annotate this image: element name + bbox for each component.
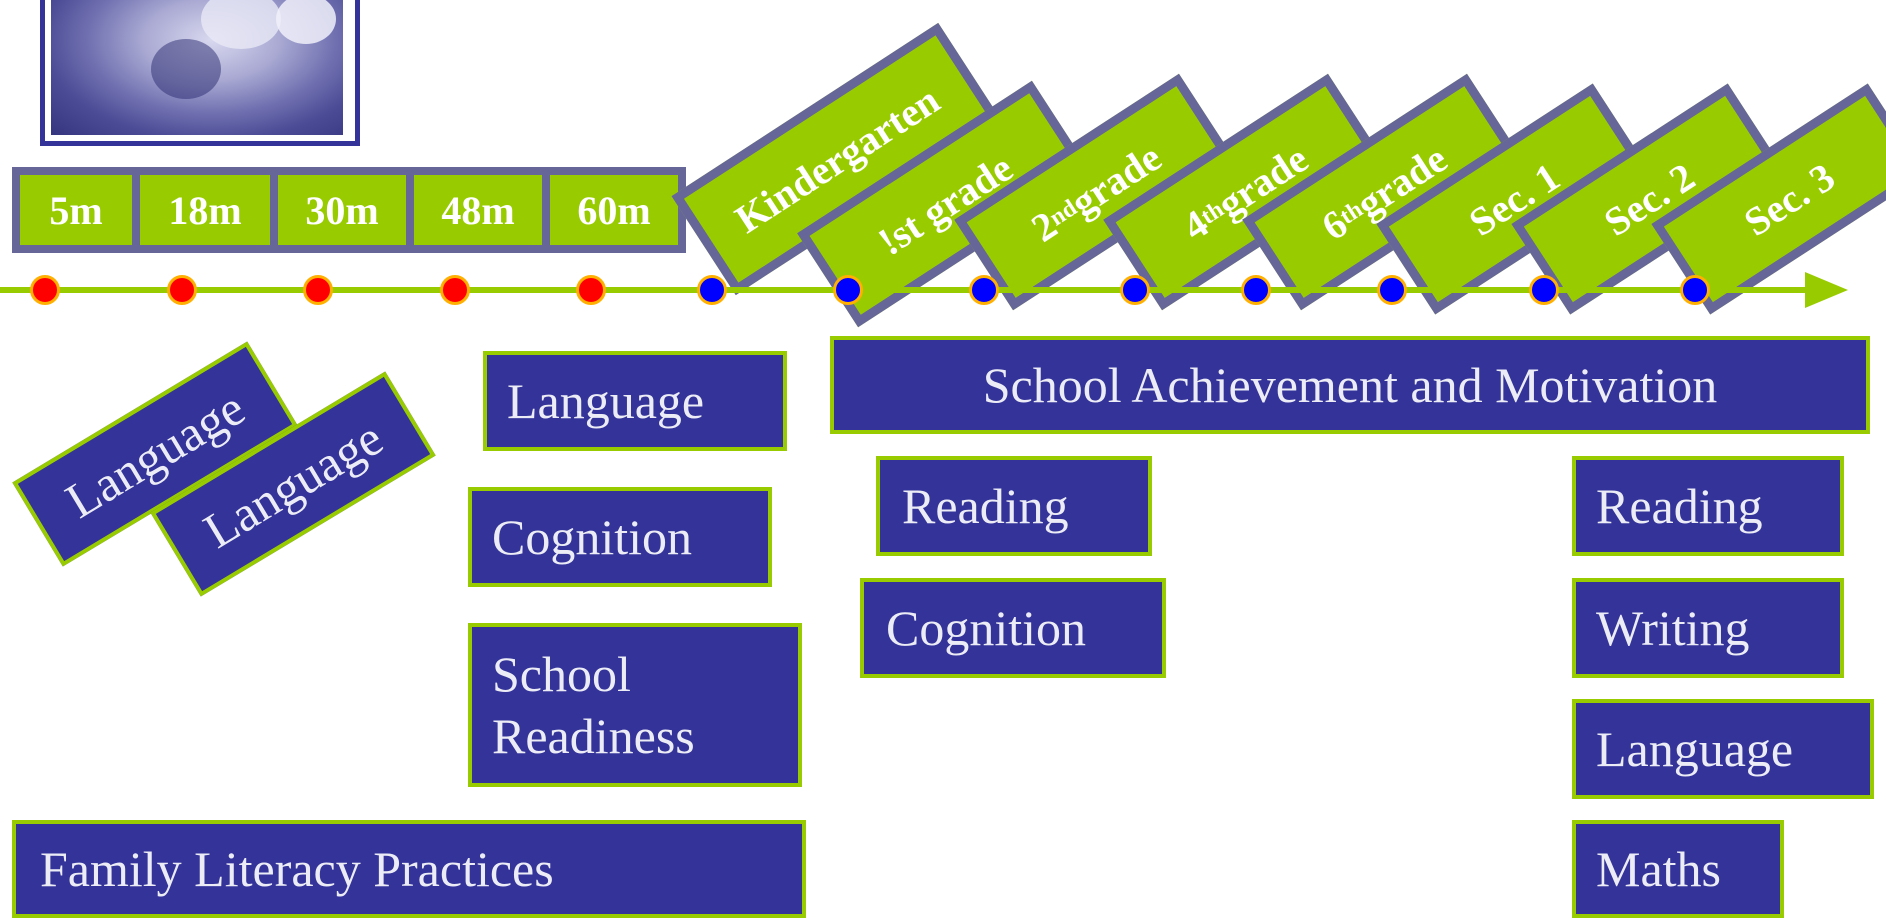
- timeline-dot: [303, 275, 333, 305]
- age-label: 60m: [550, 175, 678, 245]
- age-label: 18m: [140, 175, 270, 245]
- family-literacy-box: Family Literacy Practices: [12, 820, 806, 918]
- language-box: Language: [1572, 699, 1874, 799]
- timeline-dot: [440, 275, 470, 305]
- timeline-dot: [1529, 275, 1559, 305]
- cognition-box: Cognition: [468, 487, 772, 587]
- timeline-dot: [1377, 275, 1407, 305]
- school-achievement-box: School Achievement and Motivation: [830, 336, 1870, 434]
- language-box: Language: [483, 351, 787, 451]
- timeline-dot: [1680, 275, 1710, 305]
- school-readiness-box: School Readiness: [468, 623, 802, 787]
- cognition-box: Cognition: [860, 578, 1166, 678]
- timeline-dot: [30, 275, 60, 305]
- age-label: 30m: [278, 175, 406, 245]
- age-label: 48m: [414, 175, 542, 245]
- writing-box: Writing: [1572, 578, 1844, 678]
- age-label: 5m: [20, 175, 132, 245]
- timeline-arrowhead: [1805, 272, 1848, 308]
- maths-box: Maths: [1572, 820, 1784, 918]
- timeline-dot: [576, 275, 606, 305]
- timeline-dot: [167, 275, 197, 305]
- timeline-dot: [1120, 275, 1150, 305]
- timeline-dot: [969, 275, 999, 305]
- age-bar: 5m 18m 30m 48m 60m: [12, 167, 686, 253]
- timeline-dot: [833, 275, 863, 305]
- reading-box: Reading: [1572, 456, 1844, 556]
- timeline-dot: [697, 275, 727, 305]
- portrait-image: [40, 0, 360, 146]
- reading-box: Reading: [876, 456, 1152, 556]
- timeline-dot: [1241, 275, 1271, 305]
- portrait-photo: [51, 0, 343, 135]
- timeline-axis: [0, 272, 1848, 308]
